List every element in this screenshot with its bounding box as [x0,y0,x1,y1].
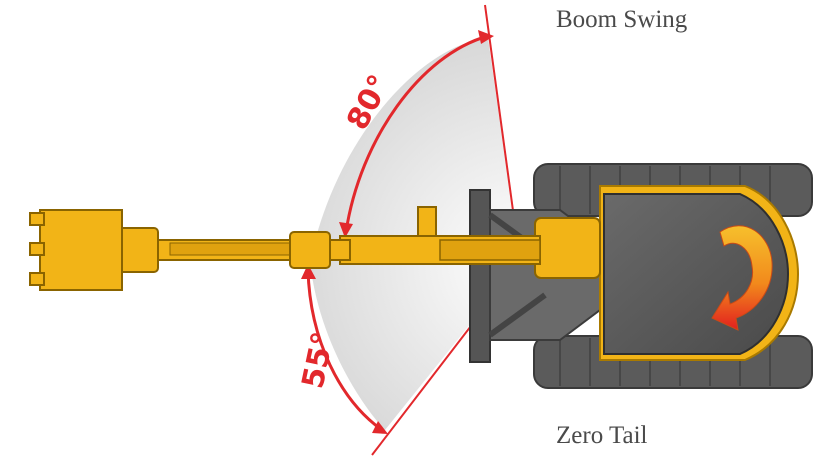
arc-arrowhead-upper [339,222,353,238]
bucket [39,209,123,291]
curved-arrow-icon [711,225,773,331]
frame-arm-lower [488,292,547,338]
boom-cylinder [439,239,541,261]
arc-arrowhead-top [478,30,494,44]
angle-55-label: 55° [296,329,342,392]
swing-sector [310,38,520,430]
boom-swing-caption: Boom Swing [556,6,688,33]
angle-80-arc [344,34,489,233]
dozer-blade [469,189,491,363]
arc-arrowhead-bottom [372,421,388,434]
zero-tail-caption: Zero Tail [556,422,648,449]
arc-arrowhead-lower-start [301,264,316,279]
angle-55-arc [306,269,383,432]
arm-joint [289,231,331,269]
boom-cylinder-mount [417,206,437,240]
bucket-teeth [29,212,45,286]
swing-bracket [534,217,601,279]
bucket-linkage [117,227,159,273]
